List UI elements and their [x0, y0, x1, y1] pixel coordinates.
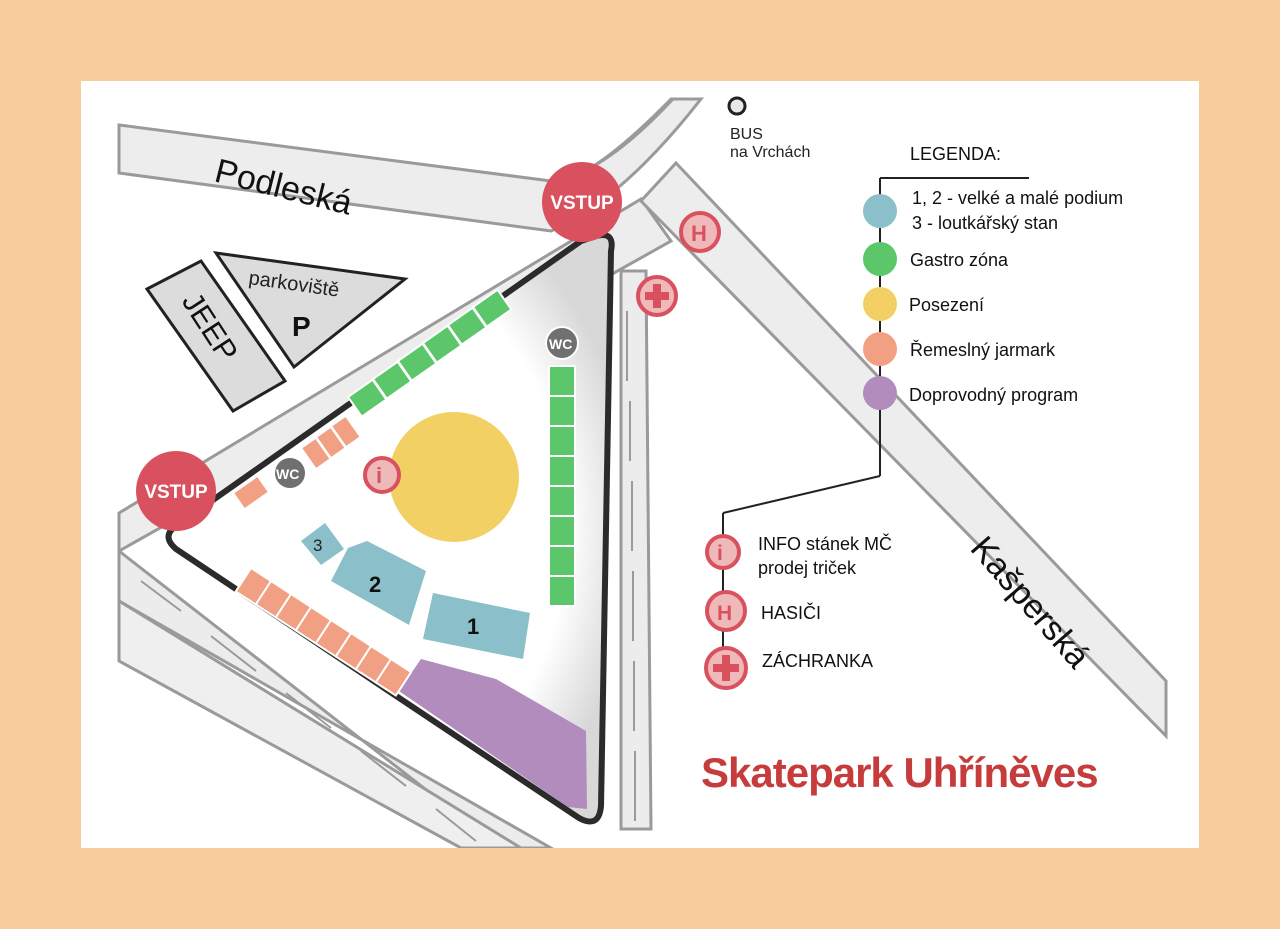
ambulance-cross-v — [653, 284, 661, 308]
legend-heading: LEGENDA: — [910, 144, 1001, 164]
legend-symbol-label: prodej triček — [758, 558, 857, 578]
info-marker: i — [363, 456, 401, 494]
legend-swatch-blue — [863, 194, 897, 228]
info-marker-label: i — [376, 463, 382, 488]
wc-left-label: WC — [276, 466, 299, 482]
jeep-lot — [144, 259, 288, 413]
legend-swatch-green — [863, 242, 897, 276]
craft-stall — [374, 657, 413, 697]
bus-stop-icon — [727, 96, 747, 116]
ambulance-cross-v — [722, 655, 730, 681]
entrance-top-badge — [542, 162, 622, 242]
bus-stop-line2: na Vrchách — [730, 144, 810, 161]
entrance-top-label: VSTUP — [550, 193, 614, 214]
legend-symbol-label: INFO stánek MČ — [758, 533, 892, 554]
entrance-left: VSTUP — [136, 451, 216, 531]
wc-top-label: WC — [549, 336, 572, 352]
ambulance-marker — [636, 275, 678, 317]
legend-symbol-info: i INFO stánek MČ prodej triček — [705, 533, 892, 578]
gastro-stall — [548, 575, 576, 607]
entrance-left-label: VSTUP — [144, 482, 208, 503]
gastro-stall — [548, 395, 576, 427]
legend-info-marker: i — [717, 542, 723, 565]
stage-3-shape — [301, 523, 344, 565]
legend-item-label: 1, 2 - velké a malé podium — [912, 188, 1123, 208]
parking-area: parkoviště P JEEP — [144, 251, 409, 413]
legend: LEGENDA: 1, 2 - velké a malé podium 3 - … — [704, 144, 1123, 690]
bus-stop: BUS na Vrchách — [727, 96, 810, 161]
wc-left-icon — [273, 456, 307, 490]
legend-item-label: Řemeslný jarmark — [910, 340, 1056, 360]
stage-1: 1 — [423, 593, 530, 659]
legend-item-craft: Řemeslný jarmark — [863, 332, 1056, 366]
legend-swatch-yellow — [863, 287, 897, 321]
legend-item-stages: 1, 2 - velké a malé podium 3 - loutkářsk… — [863, 188, 1123, 233]
gastro-stall — [346, 378, 388, 419]
stage-2: 2 — [331, 541, 426, 625]
legend-item-gastro: Gastro zóna — [863, 242, 1009, 276]
wc-top-icon — [545, 326, 579, 360]
legend-swatch-salmon — [863, 332, 897, 366]
bus-stop-line1: BUS — [730, 126, 763, 143]
craft-stall — [231, 474, 271, 511]
stage-3-label: 3 — [313, 536, 322, 555]
seating-zone — [389, 412, 519, 542]
event-map: Podleská Kašperská BUS na Vrchách parkov… — [117, 96, 1168, 848]
stage-2-label: 2 — [369, 572, 381, 597]
entrance-left-badge — [136, 451, 216, 531]
map-title: Skatepark Uhříněves — [701, 749, 1098, 796]
legend-item-label: Gastro zóna — [910, 250, 1009, 270]
legend-symbol-label: HASIČI — [761, 602, 821, 623]
legend-swatch-purple — [863, 376, 897, 410]
legend-hasici-marker: H — [717, 602, 732, 625]
entrance-top: VSTUP — [542, 162, 622, 242]
gastro-stall — [548, 485, 576, 517]
skatepark-area — [165, 232, 615, 825]
fire-station-marker-label: H — [691, 221, 707, 246]
gastro-vertical — [548, 365, 576, 607]
railway-bottom-dashes — [140, 580, 477, 842]
gastro-stall — [548, 365, 576, 397]
road-kasperska — [638, 160, 1168, 740]
wc-top: WC — [545, 326, 579, 360]
wc-left: WC — [273, 456, 307, 490]
gastro-stall — [548, 455, 576, 487]
fire-station-icon — [705, 590, 747, 632]
stage-3: 3 — [301, 523, 344, 565]
gastro-stall — [548, 515, 576, 547]
map-card: Podleská Kašperská BUS na Vrchách parkov… — [81, 81, 1199, 848]
legend-item-label: 3 - loutkářský stan — [912, 213, 1058, 233]
stage-2-shape — [331, 541, 426, 625]
craft-stall — [329, 414, 363, 449]
legend-connector — [722, 475, 881, 514]
parking-lot — [212, 251, 409, 370]
craft-lower — [234, 566, 413, 697]
craft-upper — [231, 414, 363, 511]
gastro-stall — [548, 545, 576, 577]
legend-item-program: Doprovodný program — [863, 376, 1078, 410]
fire-station-icon — [679, 211, 721, 253]
legend-item-label: Posezení — [909, 295, 984, 315]
gastro-stall — [548, 425, 576, 457]
info-icon — [705, 534, 741, 570]
program-zone — [399, 659, 587, 809]
road-bottom — [117, 598, 524, 848]
legend-symbol-hasici: H HASIČI — [705, 590, 821, 632]
info-icon — [363, 456, 401, 494]
stage-1-shape — [423, 593, 530, 659]
railway-bottom — [117, 547, 555, 848]
legend-symbol-zachranka: ZÁCHRANKA — [704, 646, 873, 690]
gastro-diagonal — [346, 288, 513, 419]
legend-symbol-label: ZÁCHRANKA — [762, 651, 873, 671]
legend-item-label: Doprovodný program — [909, 385, 1078, 405]
railway-right-sleepers — [626, 311, 636, 821]
fire-station-marker: H — [679, 211, 721, 253]
stage-1-label: 1 — [467, 614, 479, 639]
parking-symbol: P — [292, 311, 311, 342]
railway-right — [619, 269, 653, 831]
legend-item-seating: Posezení — [863, 287, 984, 321]
